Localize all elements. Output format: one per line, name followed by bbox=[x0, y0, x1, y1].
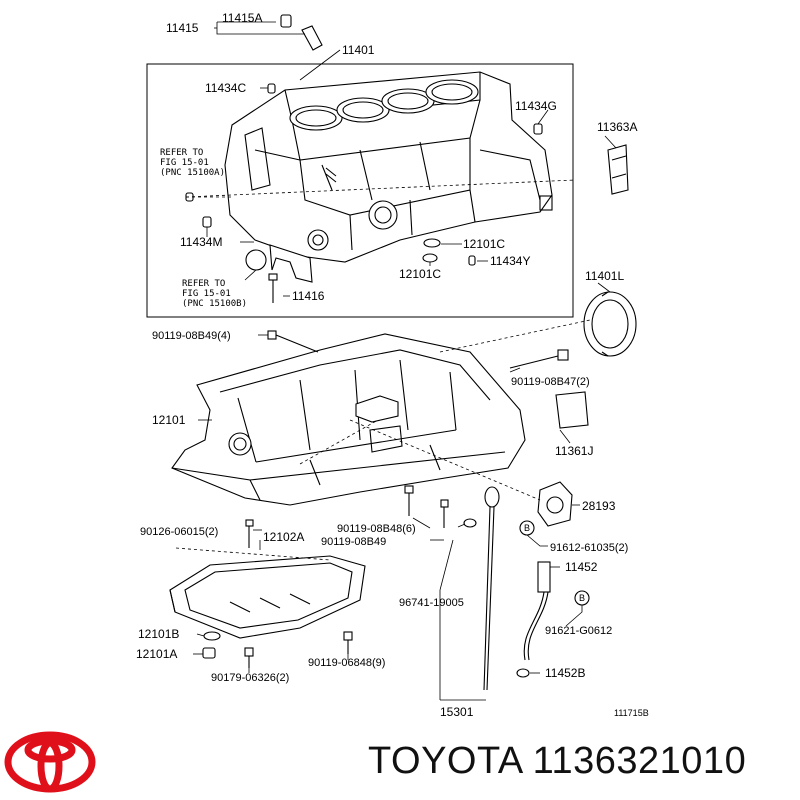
label-90179-06326-2: 90179-06326(2) bbox=[211, 672, 289, 684]
label-11361J: 11361J bbox=[555, 444, 593, 458]
bearing-cap-drawing bbox=[607, 144, 629, 195]
refer-2-line3: (PNC 15100B) bbox=[182, 299, 247, 309]
cylinder-block-drawing bbox=[224, 71, 553, 263]
label-11434C: 11434C bbox=[205, 81, 246, 95]
refer-2-line1: REFER TO bbox=[182, 279, 225, 289]
bolt-90119-08B48-drawing bbox=[404, 485, 414, 516]
label-91612-61035-2: 91612-61035(2) bbox=[550, 542, 628, 554]
block-group-frame bbox=[146, 63, 574, 318]
oring-11452B-drawing bbox=[516, 668, 530, 678]
label-90126-06015-2: 90126-06015(2) bbox=[140, 526, 218, 538]
gasket-28193-drawing bbox=[537, 481, 573, 527]
label-11401: 11401 bbox=[342, 43, 375, 57]
main-bearing-drawing bbox=[269, 244, 313, 283]
label-12102A: 12102A bbox=[263, 530, 304, 544]
refer-2-line2: FIG 15-01 bbox=[182, 289, 231, 299]
stud-90126-drawing bbox=[245, 519, 254, 548]
oring-12101C-a-drawing bbox=[423, 238, 441, 248]
label-96741-19005: 96741-19005 bbox=[399, 597, 464, 609]
svg-text:B: B bbox=[524, 523, 530, 533]
label-90119-08B48-6: 90119-08B48(6) bbox=[337, 523, 416, 535]
label-11434Y: 11434Y bbox=[490, 254, 530, 268]
label-11452B: 11452B bbox=[545, 666, 585, 680]
label-15301: 15301 bbox=[440, 705, 474, 719]
dipstick-drawing bbox=[483, 486, 500, 691]
bolt-90119-08B47-drawing bbox=[509, 349, 569, 369]
oil-pan-lower-drawing bbox=[169, 555, 366, 639]
refer-1-line2: FIG 15-01 bbox=[160, 158, 209, 168]
label-11434G: 11434G bbox=[515, 99, 557, 113]
part-number-labels: 11415 11415A 11401 11434C 11434G 11363A … bbox=[136, 11, 649, 719]
label-11415: 11415 bbox=[166, 21, 199, 35]
label-12101: 12101 bbox=[152, 413, 186, 427]
label-12101B: 12101B bbox=[138, 627, 179, 641]
label-11415A: 11415A bbox=[222, 11, 262, 25]
label-12101A: 12101A bbox=[136, 647, 177, 661]
bolt-90119-08B49-drawing bbox=[440, 499, 449, 528]
oring-dipstick-drawing bbox=[463, 518, 477, 528]
label-12101C-a: 12101C bbox=[463, 237, 505, 251]
figure-code: 111715B bbox=[614, 708, 649, 718]
label-12101C-b: 12101C bbox=[399, 267, 441, 281]
label-90119-08B49-4: 90119-08B49(4) bbox=[152, 330, 231, 342]
callout-b-2: B bbox=[574, 590, 590, 606]
label-91621-G0612: 91621-G0612 bbox=[545, 625, 612, 637]
plug-11434C-drawing bbox=[267, 83, 276, 94]
label-28193: 28193 bbox=[582, 499, 616, 513]
rear-oil-seal-drawing bbox=[583, 291, 637, 357]
toyota-logo bbox=[4, 731, 96, 793]
cover-plate-drawing bbox=[555, 391, 589, 429]
label-11434M: 11434M bbox=[180, 235, 222, 249]
bolt-90179-drawing bbox=[244, 647, 254, 668]
drain-plug-drawing bbox=[202, 631, 221, 659]
label-11363A: 11363A bbox=[597, 120, 637, 134]
bolt-11416-drawing bbox=[268, 273, 278, 303]
oring-12101C-b-drawing bbox=[422, 253, 438, 263]
label-11401L: 11401L bbox=[585, 269, 624, 283]
bolt-90119-06848-drawing bbox=[343, 631, 353, 654]
fitting-11415-drawing bbox=[280, 14, 323, 51]
callout-b-1: B bbox=[519, 520, 535, 536]
dowel-11434Y-drawing bbox=[468, 255, 476, 266]
leader-lines-upper bbox=[185, 21, 617, 297]
dowel-11434G-drawing bbox=[533, 123, 543, 135]
label-90119-06848-9: 90119-06848(9) bbox=[308, 657, 385, 669]
brand-part-number: TOYOTA 1136321010 bbox=[368, 740, 747, 782]
refer-1-line3: (PNC 15100A) bbox=[160, 168, 225, 178]
plug-round-drawing bbox=[245, 249, 267, 271]
refer-1-line1: REFER TO bbox=[160, 148, 203, 158]
oil-pan-upper-drawing bbox=[171, 333, 526, 506]
dipstick-guide-drawing bbox=[523, 561, 551, 661]
label-90119-08B47-2: 90119-08B47(2) bbox=[511, 376, 590, 388]
label-11416: 11416 bbox=[292, 289, 325, 303]
svg-text:B: B bbox=[579, 593, 585, 603]
label-90119-08B49: 90119-08B49 bbox=[321, 536, 386, 548]
bolt-90119-08B49-4-drawing bbox=[267, 330, 319, 353]
leader-lines-lower bbox=[175, 282, 611, 701]
label-11452: 11452 bbox=[565, 560, 598, 574]
dowel-11434M-drawing bbox=[202, 216, 212, 228]
